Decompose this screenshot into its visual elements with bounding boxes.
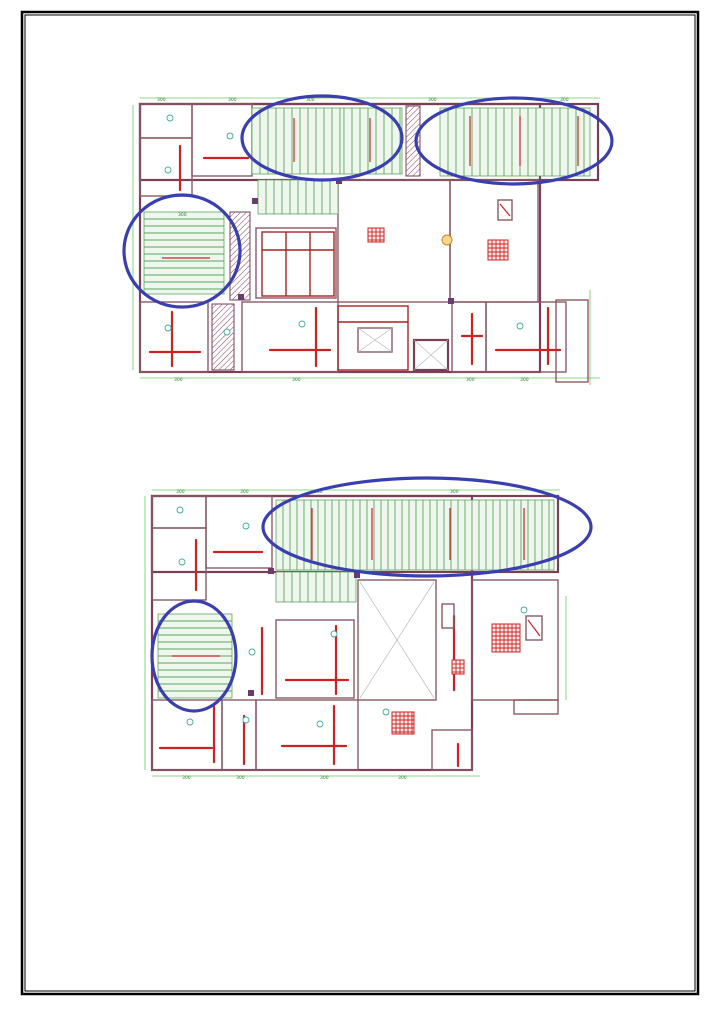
lower-floor-plan: 300 300 300 300 300 300 300 300 <box>144 476 593 781</box>
dim-tag: 300 <box>466 377 475 383</box>
dim-tag: 300 <box>450 489 459 495</box>
highlight-ellipse <box>240 94 404 182</box>
dim-tag: 300 <box>292 377 301 383</box>
dim-tag: 300 <box>228 97 237 103</box>
dim-tag: 300 <box>240 489 249 495</box>
upper-floor-plan: 300 300 300 300 300 300 300 300 300 300 <box>122 94 614 385</box>
sheet-border-outer <box>20 10 700 996</box>
dim-tag: 300 <box>176 489 185 495</box>
dim-tag: 300 <box>174 377 183 383</box>
sheet-border-inner <box>24 14 696 992</box>
dim-tag: 300 <box>157 97 166 103</box>
dim-tag: 300 <box>520 377 529 383</box>
dim-tag: 300 <box>236 775 245 781</box>
highlight-ellipse <box>261 476 593 578</box>
highlight-ellipse <box>122 193 242 309</box>
dim-tag: 300 <box>314 489 323 495</box>
highlight-ellipse <box>150 599 238 713</box>
upper-plan-tags: 300 300 300 300 300 300 300 300 300 300 <box>157 97 569 383</box>
dim-tag: 300 <box>178 212 187 218</box>
dim-tag: 300 <box>306 97 315 103</box>
dim-tag: 300 <box>182 775 191 781</box>
highlight-ellipse <box>414 96 614 186</box>
lower-plan-tags: 300 300 300 300 300 300 300 300 <box>176 489 459 781</box>
dim-tag: 300 <box>320 775 329 781</box>
dim-tag: 300 <box>428 97 437 103</box>
dim-tag: 300 <box>560 97 569 103</box>
dim-tag: 300 <box>398 775 407 781</box>
